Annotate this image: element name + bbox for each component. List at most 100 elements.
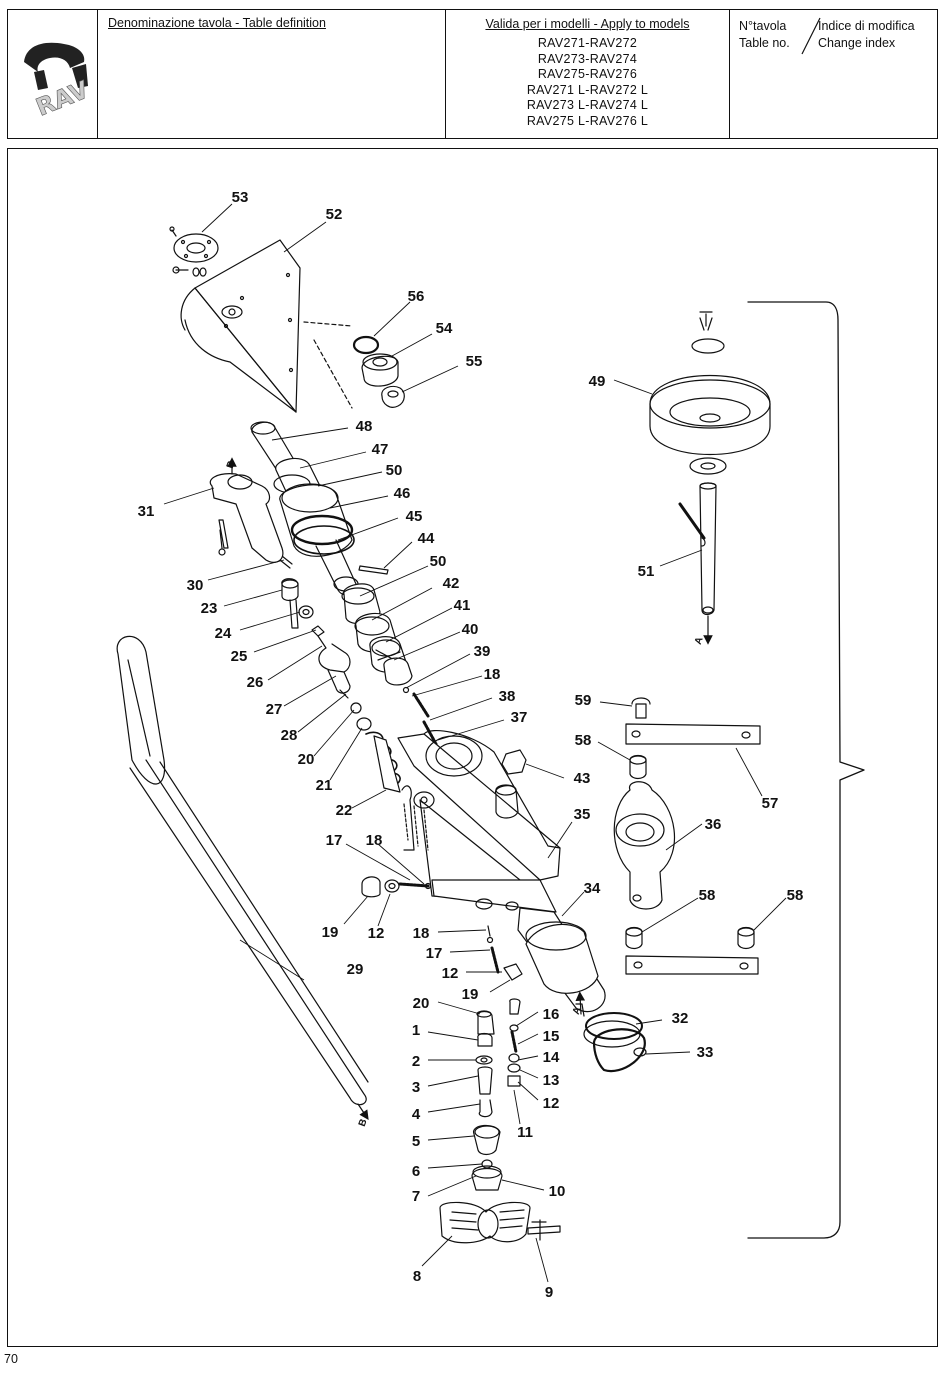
callout-17: 17	[326, 832, 343, 849]
callout-13: 13	[543, 1072, 560, 1089]
callout-58: 58	[699, 887, 716, 904]
callout-18: 18	[413, 925, 430, 942]
table-no-label-it: N°tavola	[739, 19, 787, 33]
callout-1: 1	[412, 1022, 420, 1039]
bracket-part	[209, 457, 284, 563]
callout-58: 58	[787, 887, 804, 904]
callout-8: 8	[413, 1268, 421, 1285]
table-no-label: N°tavola Table no.	[739, 18, 790, 51]
callout-54: 54	[436, 320, 453, 337]
callout-55: 55	[466, 353, 483, 370]
bushing-set	[352, 335, 405, 408]
pin-parts	[279, 555, 389, 575]
callout-34: 34	[584, 880, 601, 897]
callout-50: 50	[430, 553, 447, 570]
callout-27: 27	[266, 701, 283, 718]
callout-52: 52	[326, 206, 343, 223]
callout-14: 14	[543, 1049, 560, 1066]
wheel-assembly	[649, 311, 771, 645]
flange-part	[169, 226, 219, 277]
arrow-label-b-bottom: B	[357, 1118, 370, 1129]
change-index-label: Indice di modifica Change index	[818, 18, 915, 51]
callout-4: 4	[412, 1106, 421, 1123]
arrow-label-b-top: B	[225, 460, 238, 471]
callout-12: 12	[368, 925, 385, 942]
model-line: RAV271 L-RAV272 L	[526, 82, 649, 97]
callout-9: 9	[545, 1284, 553, 1301]
callout-38: 38	[499, 688, 516, 705]
bottom-valve-stack	[361, 876, 561, 1244]
callout-49: 49	[589, 373, 606, 390]
callout-30: 30	[187, 577, 204, 594]
page-number: 70	[4, 1352, 18, 1366]
callout-32: 32	[672, 1010, 689, 1027]
callout-35: 35	[574, 806, 591, 823]
models-label: Valida per i modelli - Apply to models	[485, 17, 690, 31]
table-number-cell: N°tavola Table no. Indice di modifica Ch…	[730, 10, 939, 138]
callout-17: 17	[426, 945, 443, 962]
callout-6: 6	[412, 1163, 420, 1180]
callout-12: 12	[442, 965, 459, 982]
callout-23: 23	[201, 600, 218, 617]
table-no-label-en: Table no.	[739, 35, 790, 50]
callout-40: 40	[462, 621, 479, 638]
callout-26: 26	[247, 674, 264, 691]
right-bracket-set	[613, 697, 761, 975]
models-cell: Valida per i modelli - Apply to models R…	[446, 10, 730, 138]
callout-51: 51	[638, 563, 655, 580]
title-block: RAV Denominazione tavola - Table definit…	[7, 9, 938, 139]
callout-56: 56	[408, 288, 425, 305]
callout-11: 11	[517, 1124, 533, 1141]
arrow-label-a-top: A	[693, 636, 706, 647]
model-line: RAV275 L-RAV276 L	[526, 113, 649, 128]
model-line: RAV273 L-RAV274 L	[526, 98, 649, 113]
callout-3: 3	[412, 1079, 420, 1096]
leader-lines	[163, 203, 787, 1283]
change-index-label-en: Change index	[818, 35, 896, 50]
callout-25: 25	[231, 648, 248, 665]
callout-31: 31	[138, 503, 155, 520]
callout-48: 48	[356, 418, 373, 435]
callout-43: 43	[574, 770, 591, 787]
table-definition-cell: Denominazione tavola - Table definition	[98, 10, 446, 138]
callout-28: 28	[281, 727, 298, 744]
callout-5: 5	[412, 1133, 420, 1150]
callout-57: 57	[762, 795, 779, 812]
callout-19: 19	[322, 924, 339, 941]
callout-20: 20	[298, 751, 315, 768]
logo-cell: RAV	[8, 10, 98, 138]
callout-42: 42	[443, 575, 460, 592]
callout-37: 37	[511, 709, 528, 726]
callout-2: 2	[412, 1053, 420, 1070]
callout-33: 33	[697, 1044, 714, 1061]
rav-logo: RAV	[24, 42, 93, 122]
callout-59: 59	[575, 692, 592, 709]
callout-36: 36	[705, 816, 722, 833]
hopper-part	[180, 239, 301, 413]
arrow-label-a-bottom: A	[571, 1006, 584, 1017]
callout-47: 47	[372, 441, 389, 458]
callout-15: 15	[543, 1028, 560, 1045]
callout-22: 22	[336, 802, 353, 819]
divider-slash	[801, 17, 821, 55]
callout-21: 21	[316, 777, 333, 794]
lower-cylinder	[517, 907, 647, 1073]
callout-46: 46	[394, 485, 411, 502]
change-index-label-it: Indice di modifica	[818, 19, 915, 33]
spring-parts	[350, 702, 401, 793]
guide-lines	[303, 321, 353, 409]
table-definition-label: Denominazione tavola - Table definition	[108, 16, 326, 30]
callout-29: 29	[347, 961, 364, 978]
callout-10: 10	[549, 1183, 566, 1200]
drawing-frame	[7, 148, 938, 1347]
callout-18: 18	[366, 832, 383, 849]
callout-50: 50	[386, 462, 403, 479]
callout-20: 20	[413, 995, 430, 1012]
callout-16: 16	[543, 1006, 560, 1023]
group-brace	[747, 301, 865, 1239]
callout-24: 24	[215, 625, 232, 642]
model-line: RAV271-RAV272	[537, 36, 638, 50]
model-line: RAV275-RAV276	[537, 67, 638, 82]
model-line: RAV273-RAV274	[537, 51, 638, 66]
callout-58: 58	[575, 732, 592, 749]
